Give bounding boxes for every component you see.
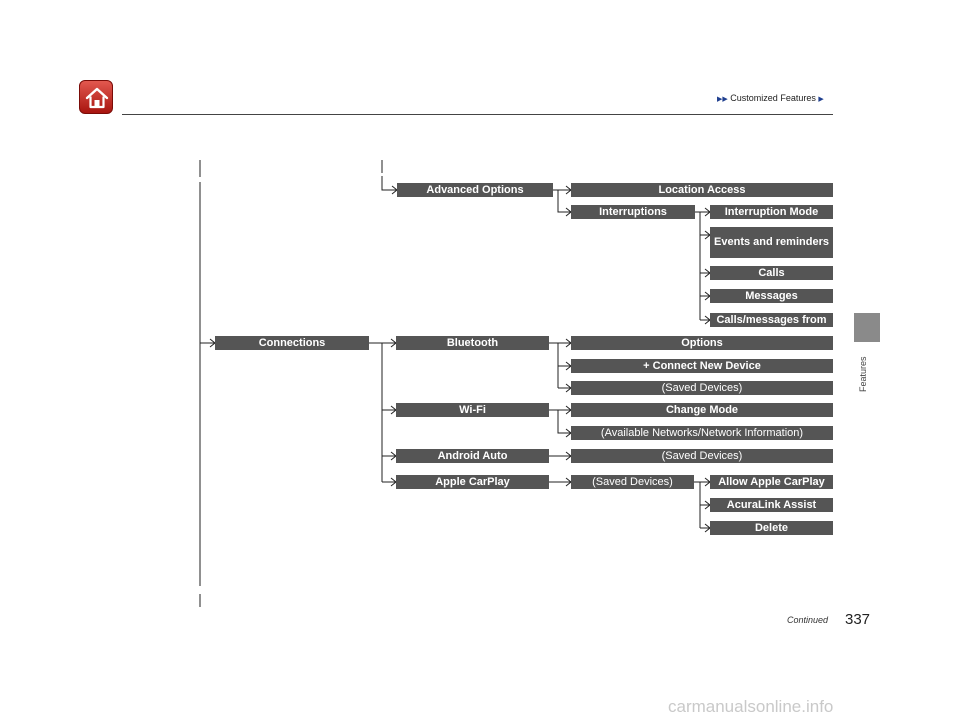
menu-messages[interactable]: Messages <box>710 289 833 303</box>
menu-calls[interactable]: Calls <box>710 266 833 280</box>
menu-connect-new-device[interactable]: + Connect New Device <box>571 359 833 373</box>
menu-events-and-reminders[interactable]: Events and reminders <box>710 227 833 258</box>
menu-apple-carplay[interactable]: Apple CarPlay <box>396 475 549 489</box>
menu-android-auto[interactable]: Android Auto <box>396 449 549 463</box>
menu-available-networks[interactable]: (Available Networks/Network Information) <box>571 426 833 440</box>
menu-delete[interactable]: Delete <box>710 521 833 535</box>
menu-carplay-saved-devices[interactable]: (Saved Devices) <box>571 475 694 489</box>
menu-android-auto-saved-devices[interactable]: (Saved Devices) <box>571 449 833 463</box>
menu-calls-messages-from[interactable]: Calls/messages from <box>710 313 833 327</box>
menu-wifi[interactable]: Wi-Fi <box>396 403 549 417</box>
menu-bluetooth-saved-devices[interactable]: (Saved Devices) <box>571 381 833 395</box>
section-tab[interactable] <box>854 313 880 342</box>
home-button[interactable] <box>79 80 113 114</box>
triangle-right-icon: ▶▶ <box>717 96 728 103</box>
triangle-right-icon: ▶ <box>818 96 824 103</box>
menu-change-mode[interactable]: Change Mode <box>571 403 833 417</box>
menu-advanced-options[interactable]: Advanced Options <box>397 183 553 197</box>
menu-options[interactable]: Options <box>571 336 833 350</box>
page-number: 337 <box>845 611 871 628</box>
menu-bluetooth[interactable]: Bluetooth <box>396 336 549 350</box>
menu-acuralink-assist[interactable]: AcuraLink Assist <box>710 498 833 512</box>
watermark: carmanualsonline.info <box>668 697 834 716</box>
menu-connections[interactable]: Connections <box>215 336 369 350</box>
header-divider <box>122 114 833 115</box>
menu-allow-apple-carplay[interactable]: Allow Apple CarPlay <box>710 475 833 489</box>
breadcrumb-label: Customized Features <box>730 93 816 103</box>
menu-interruption-mode[interactable]: Interruption Mode <box>710 205 833 219</box>
continued-label: Continued <box>787 615 829 625</box>
menu-interruptions[interactable]: Interruptions <box>571 205 695 219</box>
menu-location-access[interactable]: Location Access <box>571 183 833 197</box>
breadcrumb[interactable]: ▶▶ Customized Features ▶ <box>717 93 824 103</box>
home-icon <box>85 87 109 109</box>
